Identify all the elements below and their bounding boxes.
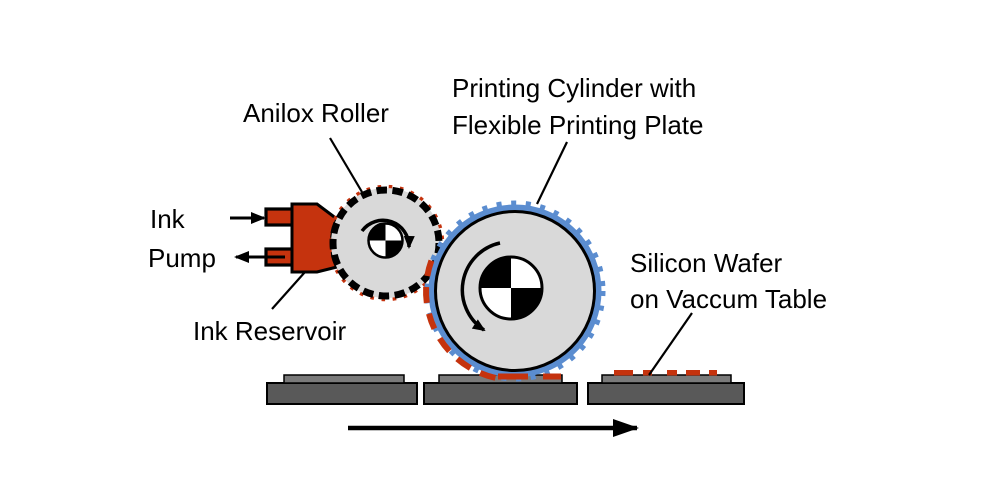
reservoir-label-pointer xyxy=(271,271,306,310)
printed-ink-dash xyxy=(686,370,700,376)
silicon-wafer-label-line2: on Vaccum Table xyxy=(630,284,827,314)
vacuum-table-3 xyxy=(587,382,745,405)
printed-ink-dash xyxy=(667,370,677,376)
anilox-label-pointer xyxy=(329,137,363,193)
clockwise-rotation-arrow-icon xyxy=(360,218,415,249)
printed-ink-dash xyxy=(543,373,561,380)
center-mark-quadrant xyxy=(511,288,542,319)
printing-plate-ring xyxy=(428,204,602,378)
center-mark-quadrant xyxy=(480,257,511,288)
vacuum-table-1 xyxy=(266,382,418,405)
cylinder-center-mark-icon xyxy=(478,255,544,321)
center-mark-quadrant xyxy=(385,240,403,258)
wafer-label-pointer xyxy=(648,312,693,376)
printed-ink-dash xyxy=(614,370,633,376)
anilox-roller-label: Anilox Roller xyxy=(243,98,389,128)
printed-ink-pattern xyxy=(614,370,717,376)
ink-reservoir-label: Ink Reservoir xyxy=(193,316,346,346)
counterclockwise-rotation-arrow-icon xyxy=(460,241,501,332)
vacuum-table-2 xyxy=(423,382,578,405)
printing-cylinder-label-line1: Printing Cylinder with xyxy=(452,73,696,103)
anilox-center-mark-icon xyxy=(367,222,404,259)
ink-reservoir xyxy=(264,202,340,274)
printed-ink-dash xyxy=(709,370,717,376)
ink-contact-pattern xyxy=(498,373,561,380)
printing-cylinder-label-line2: Flexible Printing Plate xyxy=(452,110,703,140)
center-mark-quadrant xyxy=(368,223,386,241)
ink-label: Ink xyxy=(150,204,186,234)
silicon-wafer-3 xyxy=(601,374,732,384)
anilox-roller xyxy=(327,184,445,302)
printing-cylinder xyxy=(423,200,606,383)
pump-label: Pump xyxy=(148,243,216,273)
printing-plate-teeth xyxy=(424,200,606,382)
silicon-wafer-1 xyxy=(283,374,405,384)
ink-film-arc xyxy=(423,259,505,383)
cylinder-label-pointer xyxy=(536,141,568,205)
printed-ink-dash xyxy=(498,373,528,380)
silicon-wafer-label-line1: Silicon Wafer xyxy=(630,248,783,278)
printed-ink-dash xyxy=(643,370,652,376)
